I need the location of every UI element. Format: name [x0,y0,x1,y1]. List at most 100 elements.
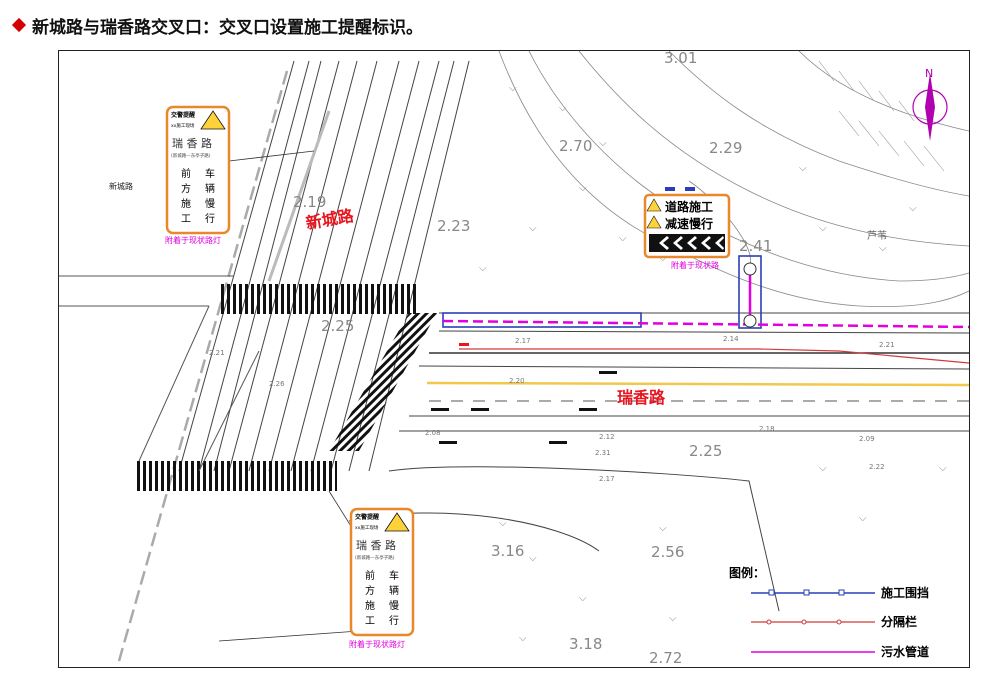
slide-header: 新城路与瑞香路交叉口：交叉口设置施工提醒标识。 [11,12,423,38]
zebra-crossing-bottom [137,461,337,491]
svg-text:瑞 香 路: 瑞 香 路 [172,136,212,150]
svg-text:行: 行 [389,614,399,627]
svg-text:2.19: 2.19 [293,193,326,211]
svg-text:2.72: 2.72 [649,649,682,667]
svg-text:2.18: 2.18 [759,425,775,433]
lane-arrows [431,343,617,444]
svg-text:道路施工: 道路施工 [665,199,713,214]
svg-text:⌵: ⌵ [939,463,947,474]
elevation-labels: 2.70 2.29 2.23 2.19 2.25 3.16 2.56 3.18 … [293,51,772,667]
svg-text:⌵: ⌵ [519,633,527,644]
svg-text:⌵: ⌵ [659,253,667,264]
traffic-notice-sign-bottom: 交警提醒 xx施工现场 瑞 香 路 (新城路—东亭子路) 前 方 施 工 车 辆… [349,507,415,649]
map-svg: ⌵⌵⌵ ⌵⌵⌵ ⌵⌵⌵ ⌵⌵⌵ ⌵⌵⌵ ⌵⌵⌵ ⌵⌵⌵ 2.70 2.29 2.… [59,51,969,667]
small-elevation-labels: 2.26 2.21 2.17 2.14 2.20 2.12 2.31 2.17 … [209,335,895,483]
zebra-crossing-diagonal [329,313,437,451]
svg-text:2.17: 2.17 [515,337,531,345]
legend: 图例： 施工围挡 分隔栏 污水管道 [729,565,929,659]
svg-text:行: 行 [205,212,215,225]
svg-text:2.41: 2.41 [739,237,772,255]
xincheng-road [178,60,470,472]
svg-text:2.17: 2.17 [599,475,615,483]
svg-text:附着于现状路灯: 附着于现状路灯 [165,235,221,245]
svg-text:交警提醒: 交警提醒 [355,513,379,521]
svg-text:2.21: 2.21 [209,349,225,357]
svg-text:⌵: ⌵ [819,463,827,474]
warning-triangle-icon [646,215,662,229]
svg-text:2.25: 2.25 [321,317,354,335]
svg-text:2.70: 2.70 [559,137,592,155]
svg-text:2.23: 2.23 [437,217,470,235]
chevron-left-icon [659,236,724,250]
svg-text:⌵: ⌵ [669,613,677,624]
svg-text:前: 前 [181,167,191,180]
svg-text:附着于现状路灯: 附着于现状路灯 [349,639,405,649]
legend-item-fence: 施工围挡 [751,585,929,600]
svg-text:⌵: ⌵ [579,183,587,194]
svg-text:方: 方 [365,584,375,597]
north-arrow-icon: N [912,67,948,141]
svg-text:瑞 香 路: 瑞 香 路 [356,538,396,552]
sewer-pipe-horizontal [442,319,969,329]
reed-label: 芦苇 [867,229,887,242]
zebra-crossing-top [219,284,419,314]
svg-text:xx施工现场: xx施工现场 [171,122,195,129]
svg-text:污水管道: 污水管道 [881,644,929,659]
svg-text:车: 车 [389,569,399,582]
svg-text:N: N [925,67,933,80]
svg-text:⌵: ⌵ [799,163,807,174]
svg-text:2.21: 2.21 [879,341,895,349]
svg-text:施: 施 [365,599,375,612]
svg-text:⌵: ⌵ [509,83,517,94]
warning-triangle-icon [384,512,410,532]
svg-text:⌵: ⌵ [579,593,587,604]
warning-triangle-icon [200,110,226,130]
svg-text:(新城路—东亭子路): (新城路—东亭子路) [355,554,395,561]
hill-hatching [818,60,945,172]
xincheng-centerline [117,70,289,662]
svg-text:⌵: ⌵ [499,518,507,529]
legend-item-barrier: 分隔栏 [751,614,917,629]
terrain-contours [498,51,969,307]
svg-text:2.56: 2.56 [651,543,684,561]
page-title: 新城路与瑞香路交叉口：交叉口设置施工提醒标识。 [32,17,423,38]
svg-text:2.22: 2.22 [869,463,885,471]
svg-text:2.29: 2.29 [709,139,742,157]
median-barrier-line [459,348,969,364]
construction-fence [442,312,642,328]
svg-text:3.18: 3.18 [569,635,602,653]
svg-text:工: 工 [181,214,191,225]
svg-text:慢: 慢 [205,198,215,210]
traffic-notice-sign-top: 交警提醒 xx施工现场 瑞 香 路 (新城路—东亭子路) 前 方 施 工 车 辆… [165,105,231,245]
svg-text:慢: 慢 [389,600,399,612]
svg-text:(新城路—东亭子路): (新城路—东亭子路) [171,152,211,159]
svg-text:⌵: ⌵ [479,263,487,274]
svg-text:xx施工现场: xx施工现场 [355,524,379,531]
svg-text:施工围挡: 施工围挡 [881,585,929,600]
svg-text:减速慢行: 减速慢行 [665,216,713,231]
svg-text:方: 方 [181,182,191,195]
side-road-left [59,275,260,472]
svg-text:⌵: ⌵ [559,103,567,114]
svg-text:前: 前 [365,569,375,582]
svg-text:车: 车 [205,167,215,180]
svg-text:⌵: ⌵ [659,523,667,534]
manhole-icon [743,314,757,328]
svg-text:图例：: 图例： [729,565,765,580]
svg-text:⌵: ⌵ [619,233,627,244]
sign-leader-line [228,150,315,162]
svg-text:⌵: ⌵ [529,553,537,564]
xincheng-road-label: 新城路 [109,181,133,191]
svg-text:2.25: 2.25 [689,442,722,460]
svg-text:施: 施 [181,197,191,210]
svg-text:3.16: 3.16 [491,542,524,560]
xincheng-median [267,110,331,282]
legend-item-sewer: 污水管道 [751,644,929,659]
svg-text:2.12: 2.12 [599,433,615,441]
svg-text:交警提醒: 交警提醒 [171,111,195,119]
vegetation-marks: ⌵⌵⌵ ⌵⌵⌵ ⌵⌵⌵ ⌵⌵⌵ ⌵⌵⌵ ⌵⌵⌵ ⌵⌵⌵ [479,83,947,644]
bullet-diamond-icon [11,17,27,33]
ruixiang-road [348,312,969,612]
svg-text:辆: 辆 [389,584,399,597]
svg-text:2.09: 2.09 [859,435,875,443]
